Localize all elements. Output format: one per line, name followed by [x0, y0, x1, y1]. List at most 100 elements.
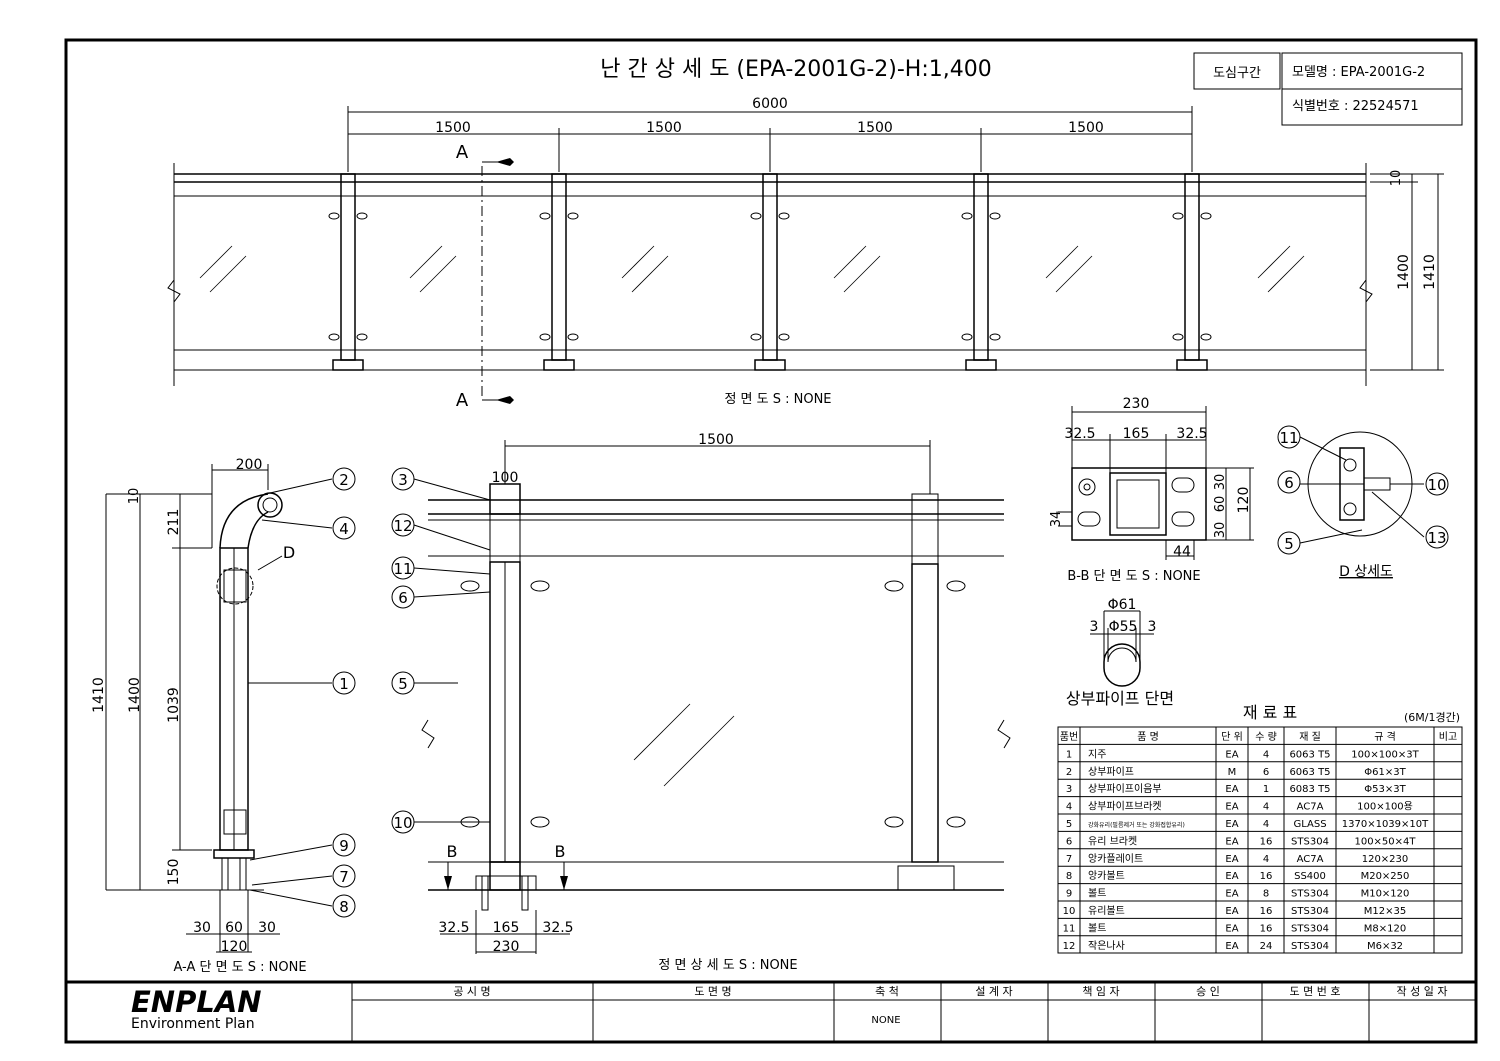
front-detail-caption: 정 면 상 세 도 S : NONE	[658, 958, 797, 973]
tb-drawing-no: 도 면 번 호	[1290, 985, 1341, 998]
aa-dim-30a: 30	[193, 920, 211, 936]
table-cell: 4	[1263, 749, 1269, 760]
tb-manager: 책 임 자	[1082, 985, 1119, 998]
pipe-dim-55: Φ55	[1109, 619, 1138, 635]
d-detail-caption: D 상세도	[1339, 564, 1393, 580]
pipe-dim-61: Φ61	[1108, 597, 1137, 613]
front-detail: 1500 100 32.5 165 32.5 230 B B 정 면 상 세 도…	[413, 432, 1011, 973]
bubble-10-d: 10	[1427, 476, 1446, 494]
table-cell: 4	[1066, 802, 1072, 813]
info-box: 도심구간 모델명 : EPA-2001G-2 식별번호 : 22524571	[1193, 52, 1463, 126]
table-cell: 볼트	[1088, 922, 1106, 934]
tb-scale: 축 척	[875, 985, 899, 998]
table-cell: 6083 T5	[1289, 784, 1330, 795]
title-block: ENPLAN Environment Plan 공 시 명 도 면 명 축 척 …	[131, 982, 1476, 1042]
info-model: 모델명 : EPA-2001G-2	[1292, 65, 1425, 80]
table-cell: STS304	[1291, 836, 1329, 847]
bb-dim-32a: 32.5	[1064, 426, 1095, 442]
bb-dim-34: 34	[1049, 511, 1064, 528]
table-cell: EA	[1225, 871, 1238, 882]
front-view: 6000 1500 1500 1500 1500	[167, 96, 1444, 411]
dim-6000: 6000	[752, 96, 788, 112]
dim-1410-front: 1410	[1422, 254, 1438, 290]
bb-dim-165: 165	[1123, 426, 1150, 442]
table-cell: STS304	[1291, 906, 1329, 917]
section-b-left: B	[447, 842, 458, 861]
table-cell: 8	[1066, 871, 1072, 882]
table-cell: 16	[1260, 923, 1273, 934]
bubble-10: 10	[393, 814, 412, 832]
pipe-section-caption: 상부파이프 단면	[1066, 689, 1174, 708]
bubble-12: 12	[393, 517, 412, 535]
table-cell: EA	[1225, 819, 1238, 830]
table-cell: 100×50×4T	[1354, 836, 1416, 847]
table-cell: Φ53×3T	[1364, 784, 1406, 795]
aa-dim-10: 10	[127, 488, 142, 505]
aa-dim-120: 120	[221, 939, 248, 955]
dim-span-1: 1500	[435, 120, 471, 136]
dim-1400-front: 1400	[1396, 254, 1412, 290]
pipe-dim-3a: 3	[1090, 619, 1099, 635]
bubble-6: 6	[398, 589, 408, 607]
pipe-section: Φ61 Φ55 3 3 상부파이프 단면	[1066, 597, 1174, 708]
table-cell: AC7A	[1297, 802, 1324, 813]
aa-dim-1400: 1400	[127, 677, 143, 713]
table-cell: EA	[1225, 889, 1238, 900]
bubble-11-d: 11	[1279, 429, 1298, 447]
table-cell: 100×100용	[1357, 801, 1413, 813]
table-cell: 상부파이프브라켓	[1088, 801, 1162, 813]
bubble-8: 8	[339, 898, 349, 916]
table-header-cell: 품 명	[1137, 731, 1159, 743]
table-header-cell: 비고	[1439, 731, 1457, 743]
tb-designer: 설 계 자	[975, 985, 1012, 998]
table-header-cell: 규 격	[1374, 730, 1396, 743]
drawing-title: 난 간 상 세 도 (EPA-2001G-2)-H:1,400	[600, 57, 991, 82]
bubble-7: 7	[339, 868, 349, 886]
table-cell: EA	[1225, 836, 1238, 847]
bubble-4: 4	[339, 520, 349, 538]
pipe-dim-3b: 3	[1148, 619, 1157, 635]
bubble-1: 1	[339, 675, 349, 693]
bb-dim-44: 44	[1173, 544, 1191, 560]
table-cell: EA	[1225, 784, 1238, 795]
bb-dim-230: 230	[1123, 396, 1150, 412]
table-cell: 2	[1066, 767, 1072, 778]
bubble-2: 2	[339, 471, 349, 489]
table-cell: Φ61×3T	[1364, 767, 1406, 778]
table-cell: M20×250	[1361, 871, 1410, 882]
table-cell: EA	[1225, 923, 1238, 934]
table-cell: 8	[1263, 889, 1269, 900]
table-cell: 16	[1260, 871, 1273, 882]
section-b-right: B	[555, 842, 566, 861]
aa-dim-30b: 30	[258, 920, 276, 936]
aa-dim-1039: 1039	[166, 687, 182, 723]
table-cell: 12	[1063, 941, 1076, 952]
table-cell: EA	[1225, 749, 1238, 760]
tb-approval: 승 인	[1196, 985, 1220, 998]
table-header-cell: 수 량	[1255, 731, 1277, 743]
table-cell: 16	[1260, 906, 1273, 917]
logo-sub: Environment Plan	[131, 1016, 255, 1032]
table-cell: 16	[1260, 836, 1273, 847]
table-cell: 강화유리(필름제거 또는 강화접합유리)	[1088, 821, 1185, 829]
bb-dim-120: 120	[1236, 487, 1252, 514]
table-cell: 지주	[1088, 748, 1106, 760]
info-id: 식별번호 : 22524571	[1292, 99, 1419, 114]
bubble-9: 9	[339, 837, 349, 855]
table-header-cell: 단 위	[1221, 730, 1243, 743]
table-cell: EA	[1225, 802, 1238, 813]
tb-scale-value: NONE	[871, 1015, 900, 1026]
table-cell: M10×120	[1361, 889, 1410, 900]
table-cell: 작은나사	[1088, 940, 1125, 952]
aa-bubbles: 2 4 1 9 7 8	[332, 467, 356, 918]
bb-dim-32b: 32.5	[1176, 426, 1207, 442]
bb-dim-30a: 30	[1213, 474, 1228, 491]
dim-span-2: 1500	[646, 120, 682, 136]
table-cell: 3	[1066, 784, 1072, 795]
table-cell: GLASS	[1293, 819, 1326, 830]
bubble-5: 5	[398, 675, 408, 693]
bubble-13: 13	[1427, 529, 1446, 547]
material-table-note: (6M/1경간)	[1404, 711, 1460, 724]
table-cell: 6063 T5	[1289, 767, 1330, 778]
